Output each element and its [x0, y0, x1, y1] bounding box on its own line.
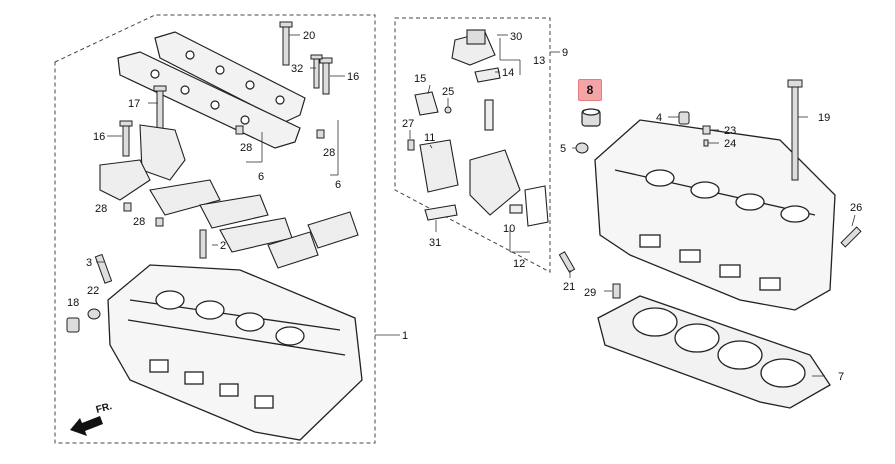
callout-3: 3 [86, 257, 92, 269]
callout-28a: 28 [240, 142, 252, 154]
dowel-pins [123, 125, 325, 227]
stud-3 [94, 253, 113, 284]
callout-25: 25 [442, 86, 454, 98]
rocker-assembly [99, 124, 359, 269]
callout-16a: 16 [347, 71, 359, 83]
callout-6b: 6 [335, 179, 341, 191]
callout-16b: 16 [93, 131, 105, 143]
callout-20: 20 [303, 30, 315, 42]
head-gasket [597, 295, 831, 409]
rocker-plate-lower [117, 51, 301, 149]
bolt-19 [787, 79, 803, 181]
cylinder-head-right [594, 119, 836, 311]
callout-7: 7 [838, 371, 844, 383]
callout-13: 13 [533, 55, 545, 67]
callout-9: 9 [562, 47, 568, 59]
plug-18 [66, 317, 80, 333]
callout-labels: 1 2 3 4 5 6 6 7 9 10 11 12 13 14 15 16 1… [67, 30, 862, 383]
bolt-16-top [319, 57, 333, 95]
cylinder-head-left [107, 264, 363, 441]
highlighted-part-label[interactable]: 8 [578, 79, 602, 101]
vtec-solenoid [414, 29, 549, 227]
callout-19: 19 [818, 112, 830, 124]
callout-28d: 28 [133, 216, 145, 228]
callout-10: 10 [503, 223, 515, 235]
callout-28b: 28 [323, 147, 335, 159]
callout-30: 30 [510, 31, 522, 43]
callout-26: 26 [850, 202, 862, 214]
callout-5: 5 [560, 143, 566, 155]
part-25 [444, 106, 452, 114]
bolt-32 [310, 54, 323, 89]
part-4 [678, 111, 690, 125]
callout-27: 27 [402, 118, 414, 130]
seal-8 [581, 108, 601, 127]
callout-24: 24 [724, 138, 736, 150]
bolt-16-left [119, 120, 133, 157]
callout-22: 22 [87, 285, 99, 297]
stud-26 [840, 226, 862, 248]
callout-6a: 6 [258, 171, 264, 183]
stud-21 [558, 251, 576, 273]
callout-29: 29 [584, 287, 596, 299]
callout-1: 1 [402, 330, 408, 342]
callout-28c: 28 [95, 203, 107, 215]
callout-32: 32 [291, 63, 303, 75]
stud-2 [199, 229, 207, 259]
callout-11: 11 [424, 132, 435, 144]
callout-2: 2 [220, 240, 226, 252]
callout-18: 18 [67, 297, 79, 309]
callout-23: 23 [724, 125, 736, 137]
callout-17: 17 [128, 98, 140, 110]
callout-31: 31 [429, 237, 441, 249]
callout-15: 15 [414, 73, 426, 85]
pin-29 [612, 283, 621, 299]
bolt-27 [407, 139, 415, 151]
callout-12: 12 [513, 258, 525, 270]
head-group-frame [54, 14, 376, 444]
washer-22 [87, 308, 101, 320]
solenoid-group-frame [394, 17, 551, 273]
leader-lines [96, 34, 856, 377]
callout-14: 14 [502, 67, 514, 79]
part-5 [575, 142, 589, 154]
bolt-20 [279, 21, 293, 66]
callout-21: 21 [563, 281, 575, 293]
callout-4: 4 [656, 112, 662, 124]
front-arrow-icon [70, 416, 103, 436]
rocker-plate-upper [154, 31, 306, 123]
